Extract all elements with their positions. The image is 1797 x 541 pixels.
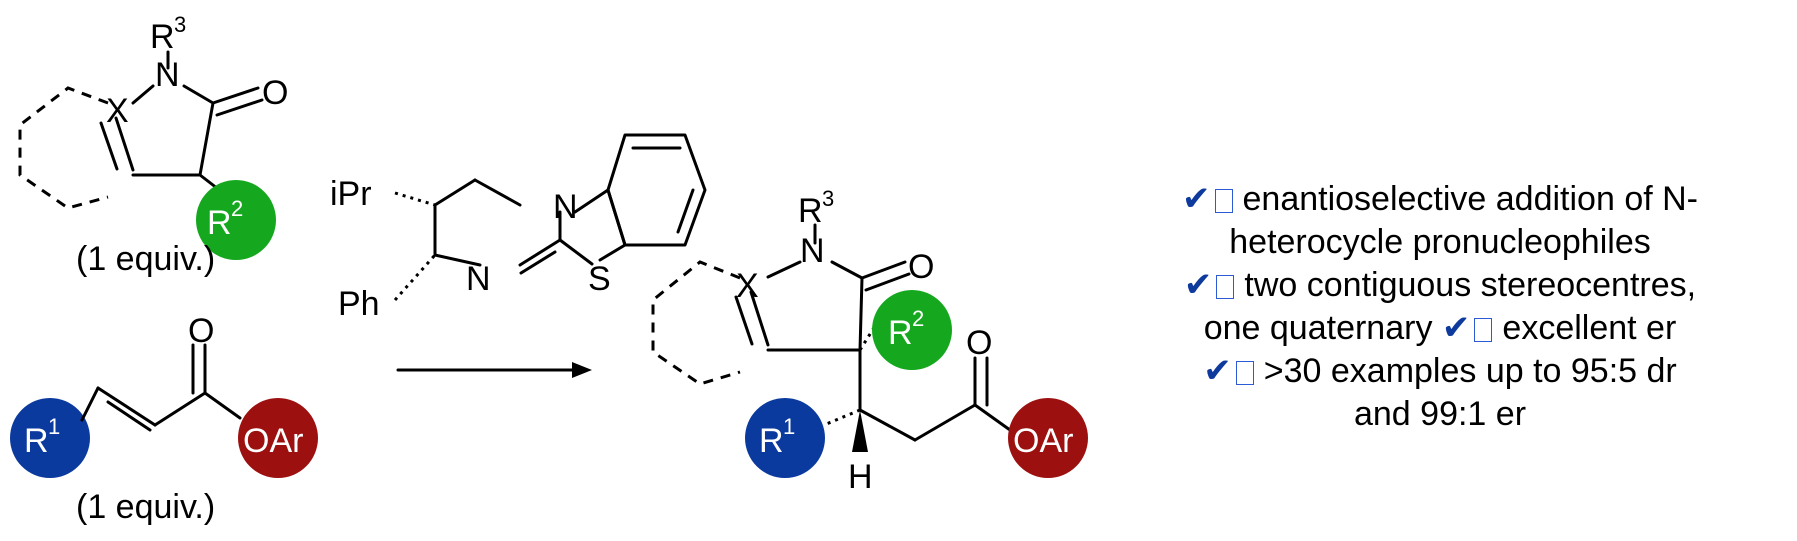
cat-n1-label: N [553, 188, 578, 226]
oar-circle [238, 398, 318, 478]
check-icon: ✔ [1441, 309, 1471, 347]
box-icon [1216, 275, 1235, 299]
r2-r1-sup: 1 [48, 414, 60, 439]
r1-o-label: O [262, 74, 288, 112]
p-h-label: H [848, 458, 873, 496]
p-x-label: X [736, 267, 759, 305]
p-o2-label: O [966, 324, 992, 362]
highlight-line-4: one quaternary ✔ excellent er [1100, 307, 1780, 350]
p-r2-label: R [888, 314, 913, 352]
cat-s-label: S [588, 260, 611, 298]
cat-ipr-label: iPr [330, 175, 372, 213]
highlight-line-5: ✔ >30 examples up to 95:5 dr [1100, 350, 1780, 393]
r1-substituent-circle [10, 398, 90, 478]
reactant-heterocycle: X N O R 3 R 2 (1 equiv.) [18, 12, 288, 278]
p-oar-label: OAr [1013, 422, 1073, 460]
cat-n2-label: N [466, 260, 491, 298]
reactant-ester: R 1 O OAr (1 equiv.) [10, 312, 318, 526]
highlight-line-6: and 99:1 er [1100, 393, 1780, 436]
box-icon [1214, 189, 1233, 213]
p-r1-sup: 1 [783, 414, 795, 439]
check-icon: ✔ [1203, 352, 1232, 390]
r2-substituent-circle [196, 180, 276, 260]
r2-oar-label: OAr [243, 422, 303, 460]
highlight-text-4b: excellent er [1502, 309, 1677, 347]
reactant2-equiv: (1 equiv.) [76, 488, 215, 526]
highlights-list: ✔ enantioselective addition of N- heteroc… [1100, 178, 1780, 436]
check-icon: ✔ [1183, 266, 1213, 304]
p-r1-circle [745, 398, 825, 478]
r1-r3-label: R [150, 18, 175, 56]
highlight-text-4a: one quaternary [1203, 309, 1433, 347]
reactant1-equiv: (1 equiv.) [76, 240, 215, 278]
r1-r3-sup: 3 [174, 12, 186, 37]
p-r3-label: R [798, 192, 823, 230]
p-r2-sup: 2 [912, 306, 924, 331]
reaction-arrow [396, 362, 592, 378]
cat-ph-label: Ph [338, 285, 380, 323]
highlight-text-1: enantioselective addition of N- [1242, 180, 1699, 218]
product-structure: X N O R 3 R 2 O R 1 OAr H [651, 186, 1088, 496]
p-o1-label: O [908, 248, 934, 286]
box-icon [1235, 361, 1254, 385]
highlight-line-2: heterocycle pronucleophiles [1100, 221, 1780, 264]
r1-x-label: X [106, 92, 129, 130]
r1-r2-sup: 2 [231, 196, 243, 221]
highlight-text-3: two contiguous stereocentres, [1244, 266, 1697, 304]
r1-n-label: N [155, 56, 180, 94]
r2-r1-label: R [24, 422, 49, 460]
r2-o-label: O [188, 312, 214, 350]
catalyst-structure: iPr Ph N N S [330, 133, 707, 323]
p-r1-label: R [759, 422, 784, 460]
p-n-label: N [800, 232, 825, 270]
p-r3-sup: 3 [822, 186, 834, 211]
check-icon: ✔ [1182, 180, 1211, 218]
highlight-line-1: ✔ enantioselective addition of N- [1100, 178, 1780, 221]
highlight-line-3: ✔ two contiguous stereocentres, [1100, 264, 1780, 307]
p-r2-circle [872, 290, 952, 370]
highlight-text-6: and 99:1 er [1353, 395, 1527, 433]
r1-r2-label: R [207, 204, 232, 242]
highlight-text-5: >30 examples up to 95:5 dr [1263, 352, 1677, 390]
box-icon [1474, 318, 1493, 342]
p-oar-circle [1008, 398, 1088, 478]
highlight-text-2: heterocycle pronucleophiles [1229, 223, 1651, 261]
